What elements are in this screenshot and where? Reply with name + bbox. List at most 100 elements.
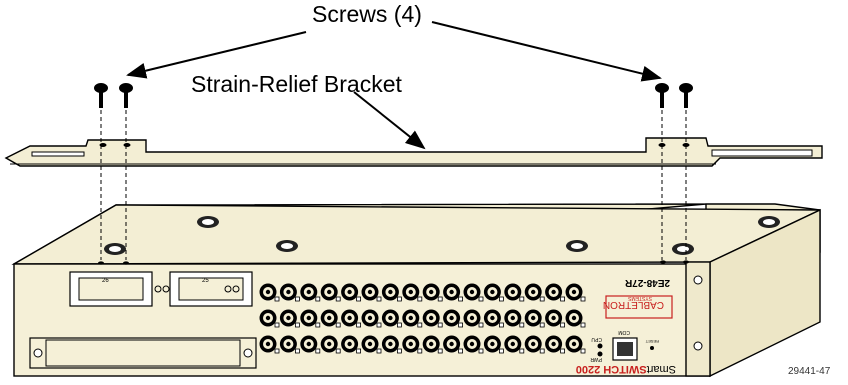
port-led <box>294 322 300 328</box>
fiber-port-core <box>571 315 577 321</box>
svg-text:26: 26 <box>102 278 109 284</box>
port-led <box>396 296 402 302</box>
port-led <box>478 348 484 354</box>
com-port: COM <box>612 329 638 361</box>
port-led <box>519 348 525 354</box>
fiber-port-core <box>327 315 332 321</box>
svg-text:PWR: PWR <box>590 356 602 362</box>
rack-ear-hole-bottom <box>693 341 703 351</box>
fiber-port-core <box>571 289 577 295</box>
port-led <box>519 296 525 302</box>
fiber-port-core <box>367 289 373 295</box>
expansion-slot-26: 26 <box>69 271 170 307</box>
port-led <box>498 296 504 302</box>
fiber-port-core <box>449 289 454 295</box>
fiber-port-core <box>490 315 495 321</box>
fiber-port-core <box>551 315 556 321</box>
fiber-port-core <box>408 315 413 321</box>
port-led <box>539 296 545 302</box>
port-led <box>458 348 464 354</box>
fiber-port-core <box>551 289 556 295</box>
fiber-port-core <box>490 289 495 295</box>
port-led <box>335 322 341 328</box>
port-led <box>315 296 321 302</box>
fiber-port-core <box>347 289 352 295</box>
port-led <box>294 348 300 354</box>
product-logo: SmartSWITCH 2200 <box>576 363 676 375</box>
port-led <box>498 348 504 354</box>
port-led <box>437 322 443 328</box>
fiber-port-core <box>367 341 373 347</box>
port-led <box>417 348 423 354</box>
svg-text:CPU: CPU <box>591 336 602 342</box>
screw-holes <box>98 260 689 265</box>
top-standoffs <box>104 216 780 255</box>
port-led <box>539 348 545 354</box>
bracket-callout: Strain-Relief Bracket <box>191 71 402 97</box>
port-led <box>437 296 443 302</box>
figure-number: 29441-47 <box>788 366 831 377</box>
fiber-port-core <box>286 315 291 321</box>
port-led <box>376 296 382 302</box>
fiber-port-core <box>408 341 413 347</box>
port-led <box>417 296 423 302</box>
status-leds: CPU PWR <box>590 336 603 362</box>
port-led <box>560 348 565 354</box>
fiber-port-core <box>469 289 475 295</box>
model-label: 2E48-27R <box>624 277 670 288</box>
fiber-port-core <box>531 289 536 295</box>
expansion-slot-25: 25 <box>169 271 253 307</box>
fiber-port-core <box>510 289 515 295</box>
svg-text:25: 25 <box>202 278 209 284</box>
reset-button: RESET <box>645 339 659 350</box>
fiber-port-core <box>531 315 536 321</box>
fiber-port-core <box>265 315 271 321</box>
port-led <box>458 296 464 302</box>
svg-text:SYSTEMS: SYSTEMS <box>627 295 652 301</box>
fiber-port-core <box>367 315 373 321</box>
port-led <box>274 348 280 354</box>
port-led <box>560 322 565 328</box>
port-led <box>376 348 382 354</box>
fiber-port-core <box>429 289 434 295</box>
fiber-port-core <box>408 289 413 295</box>
port-led <box>396 322 402 328</box>
fiber-port-core <box>469 315 475 321</box>
svg-text:CABLETRON: CABLETRON <box>603 299 664 310</box>
fiber-port-core <box>327 341 332 347</box>
port-led <box>519 322 525 328</box>
fiber-port-core <box>490 341 495 347</box>
svg-text:COM: COM <box>618 329 630 335</box>
brand-badge: CABLETRON SYSTEMS <box>603 295 673 319</box>
port-led <box>294 296 300 302</box>
fiber-port-core <box>510 315 515 321</box>
fiber-port-core <box>388 315 393 321</box>
port-led <box>356 322 362 328</box>
fiber-port-core <box>265 341 271 347</box>
port-led <box>396 348 402 354</box>
port-led <box>478 322 484 328</box>
callout-leaders <box>126 21 662 150</box>
port-led <box>315 348 321 354</box>
svg-text:SmartSWITCH 2200: SmartSWITCH 2200 <box>576 363 676 375</box>
port-led <box>478 296 484 302</box>
port-led <box>335 348 341 354</box>
port-grid <box>259 283 586 354</box>
fiber-port-core <box>306 315 311 321</box>
fiber-port-core <box>449 315 454 321</box>
fiber-port-core <box>429 341 434 347</box>
chassis-top-main <box>11 204 821 265</box>
fiber-port-core <box>286 289 291 295</box>
rack-ear-hole-top <box>693 275 703 285</box>
port-led <box>580 322 586 328</box>
port-led <box>539 322 545 328</box>
port-led <box>274 296 280 302</box>
fiber-port-core <box>571 341 577 347</box>
port-led <box>560 296 565 302</box>
fiber-port-core <box>347 315 352 321</box>
fiber-port-core <box>469 341 475 347</box>
fiber-port-core <box>388 289 393 295</box>
blank-slot <box>29 337 257 369</box>
fiber-port-core <box>306 289 311 295</box>
